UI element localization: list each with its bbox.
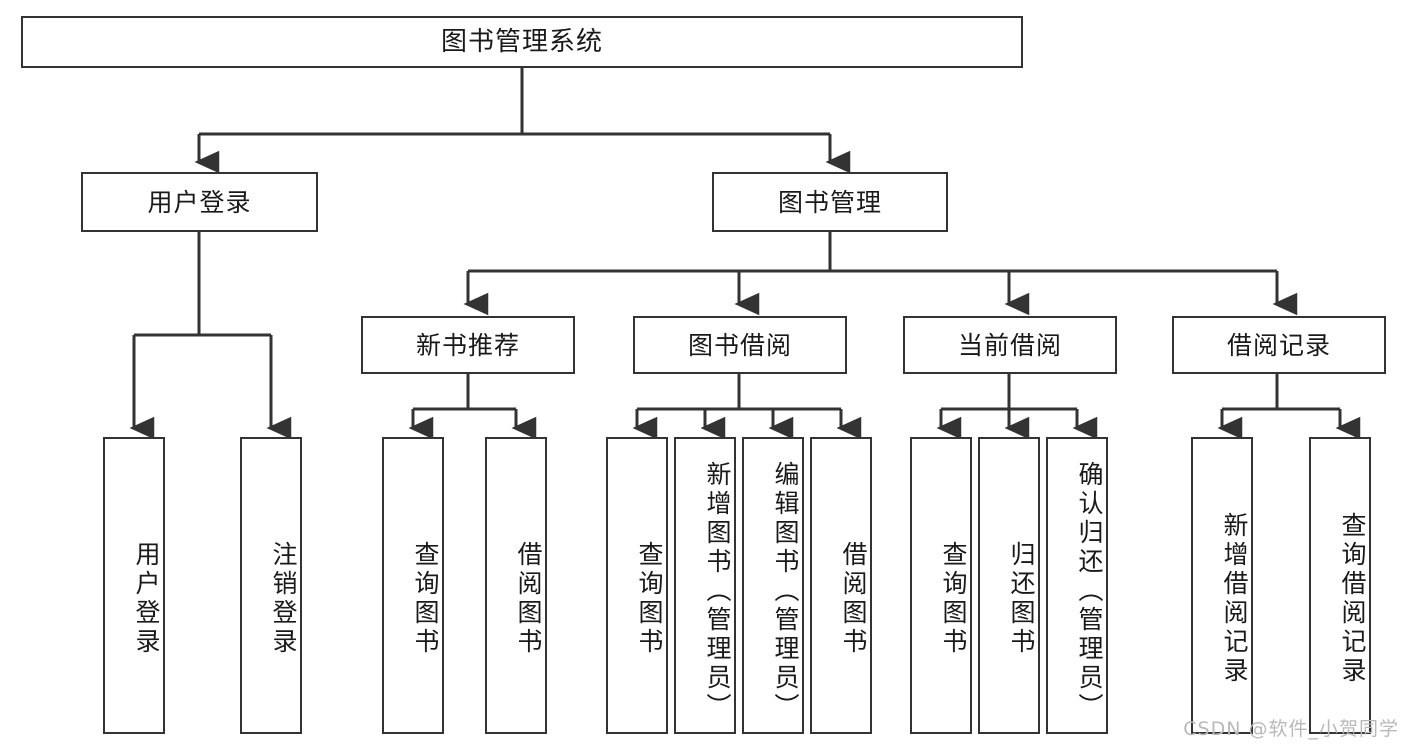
node-root[interactable]: 图书管理系统 <box>21 16 1023 68</box>
leaf-current-query-book-label: 查询图书 <box>939 540 968 657</box>
node-new-book-recommend-label: 新书推荐 <box>415 330 520 360</box>
node-book-management[interactable]: 图书管理 <box>712 172 948 232</box>
leaf-borrow-edit-book-label: 编辑图书（管理员） <box>771 461 800 722</box>
leaf-current-query-book[interactable]: 查询图书 <box>910 437 972 734</box>
leaf-newbook-query-book[interactable]: 查询图书 <box>382 437 444 734</box>
leaf-borrow-add-book-label: 新增图书（管理员） <box>703 461 732 722</box>
leaf-borrow-query-book[interactable]: 查询图书 <box>606 437 668 734</box>
node-current-borrow-label: 当前借阅 <box>957 330 1062 360</box>
leaf-borrow-borrow-book-label: 借阅图书 <box>839 540 868 657</box>
node-user-login-label: 用户登录 <box>147 187 252 217</box>
leaf-record-add[interactable]: 新增借阅记录 <box>1191 437 1253 734</box>
leaf-borrow-borrow-book[interactable]: 借阅图书 <box>810 437 872 734</box>
leaf-record-query-label: 查询借阅记录 <box>1338 511 1367 686</box>
node-current-borrow[interactable]: 当前借阅 <box>903 316 1117 374</box>
watermark: CSDN @软件_小贺同学 <box>1183 718 1399 740</box>
node-borrow-record[interactable]: 借阅记录 <box>1172 316 1386 374</box>
leaf-current-return-book-label: 归还图书 <box>1007 540 1036 657</box>
node-new-book-recommend[interactable]: 新书推荐 <box>361 316 575 374</box>
leaf-user-login-label: 用户登录 <box>132 540 161 657</box>
leaf-user-login[interactable]: 用户登录 <box>103 437 165 734</box>
leaf-borrow-edit-book[interactable]: 编辑图书（管理员） <box>742 437 804 734</box>
leaf-current-confirm-return[interactable]: 确认归还（管理员） <box>1046 437 1108 734</box>
leaf-borrow-add-book[interactable]: 新增图书（管理员） <box>674 437 736 734</box>
leaf-newbook-borrow-book-label: 借阅图书 <box>514 540 543 657</box>
leaf-user-logout[interactable]: 注销登录 <box>240 437 302 734</box>
leaf-current-return-book[interactable]: 归还图书 <box>978 437 1040 734</box>
leaf-record-add-label: 新增借阅记录 <box>1220 511 1249 686</box>
leaf-newbook-borrow-book[interactable]: 借阅图书 <box>485 437 547 734</box>
node-book-management-label: 图书管理 <box>777 187 882 217</box>
node-book-borrow-label: 图书借阅 <box>687 330 792 360</box>
leaf-record-query[interactable]: 查询借阅记录 <box>1309 437 1371 734</box>
leaf-user-logout-label: 注销登录 <box>269 540 298 657</box>
node-user-login[interactable]: 用户登录 <box>81 172 318 232</box>
node-root-label: 图书管理系统 <box>440 27 603 57</box>
leaf-current-confirm-return-label: 确认归还（管理员） <box>1075 461 1104 722</box>
leaf-borrow-query-book-label: 查询图书 <box>635 540 664 657</box>
leaf-newbook-query-book-label: 查询图书 <box>411 540 440 657</box>
node-borrow-record-label: 借阅记录 <box>1226 330 1331 360</box>
node-book-borrow[interactable]: 图书借阅 <box>633 316 847 374</box>
